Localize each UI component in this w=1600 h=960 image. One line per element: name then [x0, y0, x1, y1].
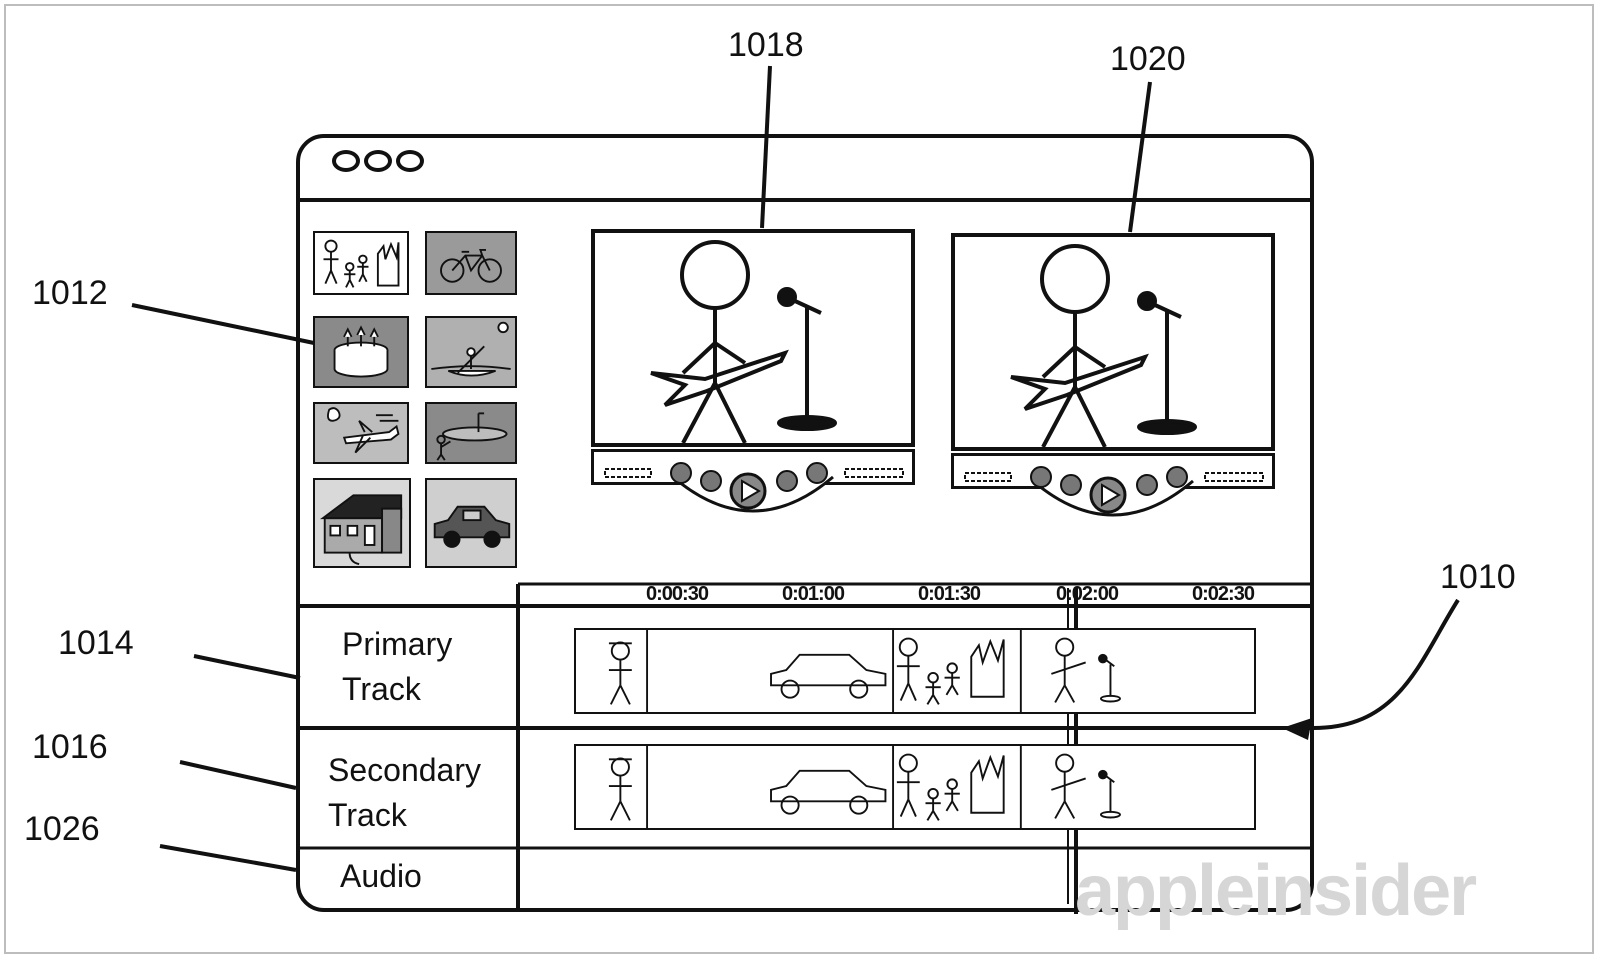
callout-1010: 1010 — [1440, 558, 1516, 596]
callout-1020: 1020 — [1110, 40, 1186, 78]
guitarist-icon — [650, 240, 837, 444]
timeline-tick: 0:02:00 — [1056, 583, 1119, 605]
primary-track-clips[interactable] — [574, 628, 1256, 714]
secondary-track-label-line1: Secondary — [328, 752, 481, 788]
cake-thumbnail[interactable] — [313, 316, 409, 388]
minimize-button[interactable] — [364, 150, 392, 172]
airplane-thumbnail[interactable] — [313, 402, 409, 464]
bicycle-icon — [440, 248, 502, 283]
preview-screen-secondary — [951, 233, 1275, 451]
secondary-clip-sequence — [608, 746, 1121, 828]
golf-thumbnail[interactable] — [425, 402, 517, 464]
close-button[interactable] — [332, 150, 360, 172]
window-controls — [332, 150, 424, 172]
title-bar — [300, 138, 1310, 202]
cake-icon — [333, 325, 389, 378]
figure-border — [4, 4, 1594, 954]
kayak-thumbnail[interactable] — [425, 316, 517, 388]
preview-viewer-secondary — [951, 233, 1275, 523]
audio-track-label: Audio — [340, 858, 422, 894]
preview-screen-primary — [591, 229, 915, 447]
house-thumbnail[interactable] — [313, 478, 411, 568]
golf-icon — [436, 412, 508, 461]
primary-track-label-line1: Primary — [342, 626, 453, 662]
primary-clip-sequence — [608, 630, 1121, 712]
family-icon — [323, 239, 400, 288]
timeline-tick: 0:02:30 — [1192, 583, 1255, 605]
secondary-track-label-line2: Track — [328, 797, 407, 833]
callout-1018: 1018 — [728, 26, 804, 64]
callout-1012: 1012 — [32, 274, 108, 312]
timeline-tick: 0:01:30 — [918, 583, 981, 605]
transport-controls-secondary — [964, 466, 1264, 517]
callout-1014: 1014 — [58, 624, 134, 662]
preview-viewer-primary — [591, 229, 915, 519]
callout-1026: 1026 — [24, 810, 100, 848]
airplane-icon — [327, 407, 400, 454]
car-icon — [433, 505, 511, 548]
family-thumbnail[interactable] — [313, 231, 409, 295]
callout-1016: 1016 — [32, 728, 108, 766]
transport-controls-primary — [604, 462, 904, 513]
secondary-track-clips[interactable] — [574, 744, 1256, 830]
zoom-button[interactable] — [396, 150, 424, 172]
car-thumbnail[interactable] — [425, 478, 517, 568]
house-icon — [319, 494, 403, 566]
timeline-tick: 0:00:30 — [646, 583, 709, 605]
kayak-icon — [431, 321, 511, 377]
bicycle-thumbnail[interactable] — [425, 231, 517, 295]
primary-track-label-line2: Track — [342, 671, 421, 707]
secondary-track-label: Secondary Track — [328, 748, 481, 838]
primary-track-label: Primary Track — [342, 622, 452, 712]
guitarist-icon — [1010, 244, 1197, 448]
timeline-tick: 0:01:00 — [782, 583, 845, 605]
watermark-logo: appleinsider — [1075, 851, 1477, 931]
